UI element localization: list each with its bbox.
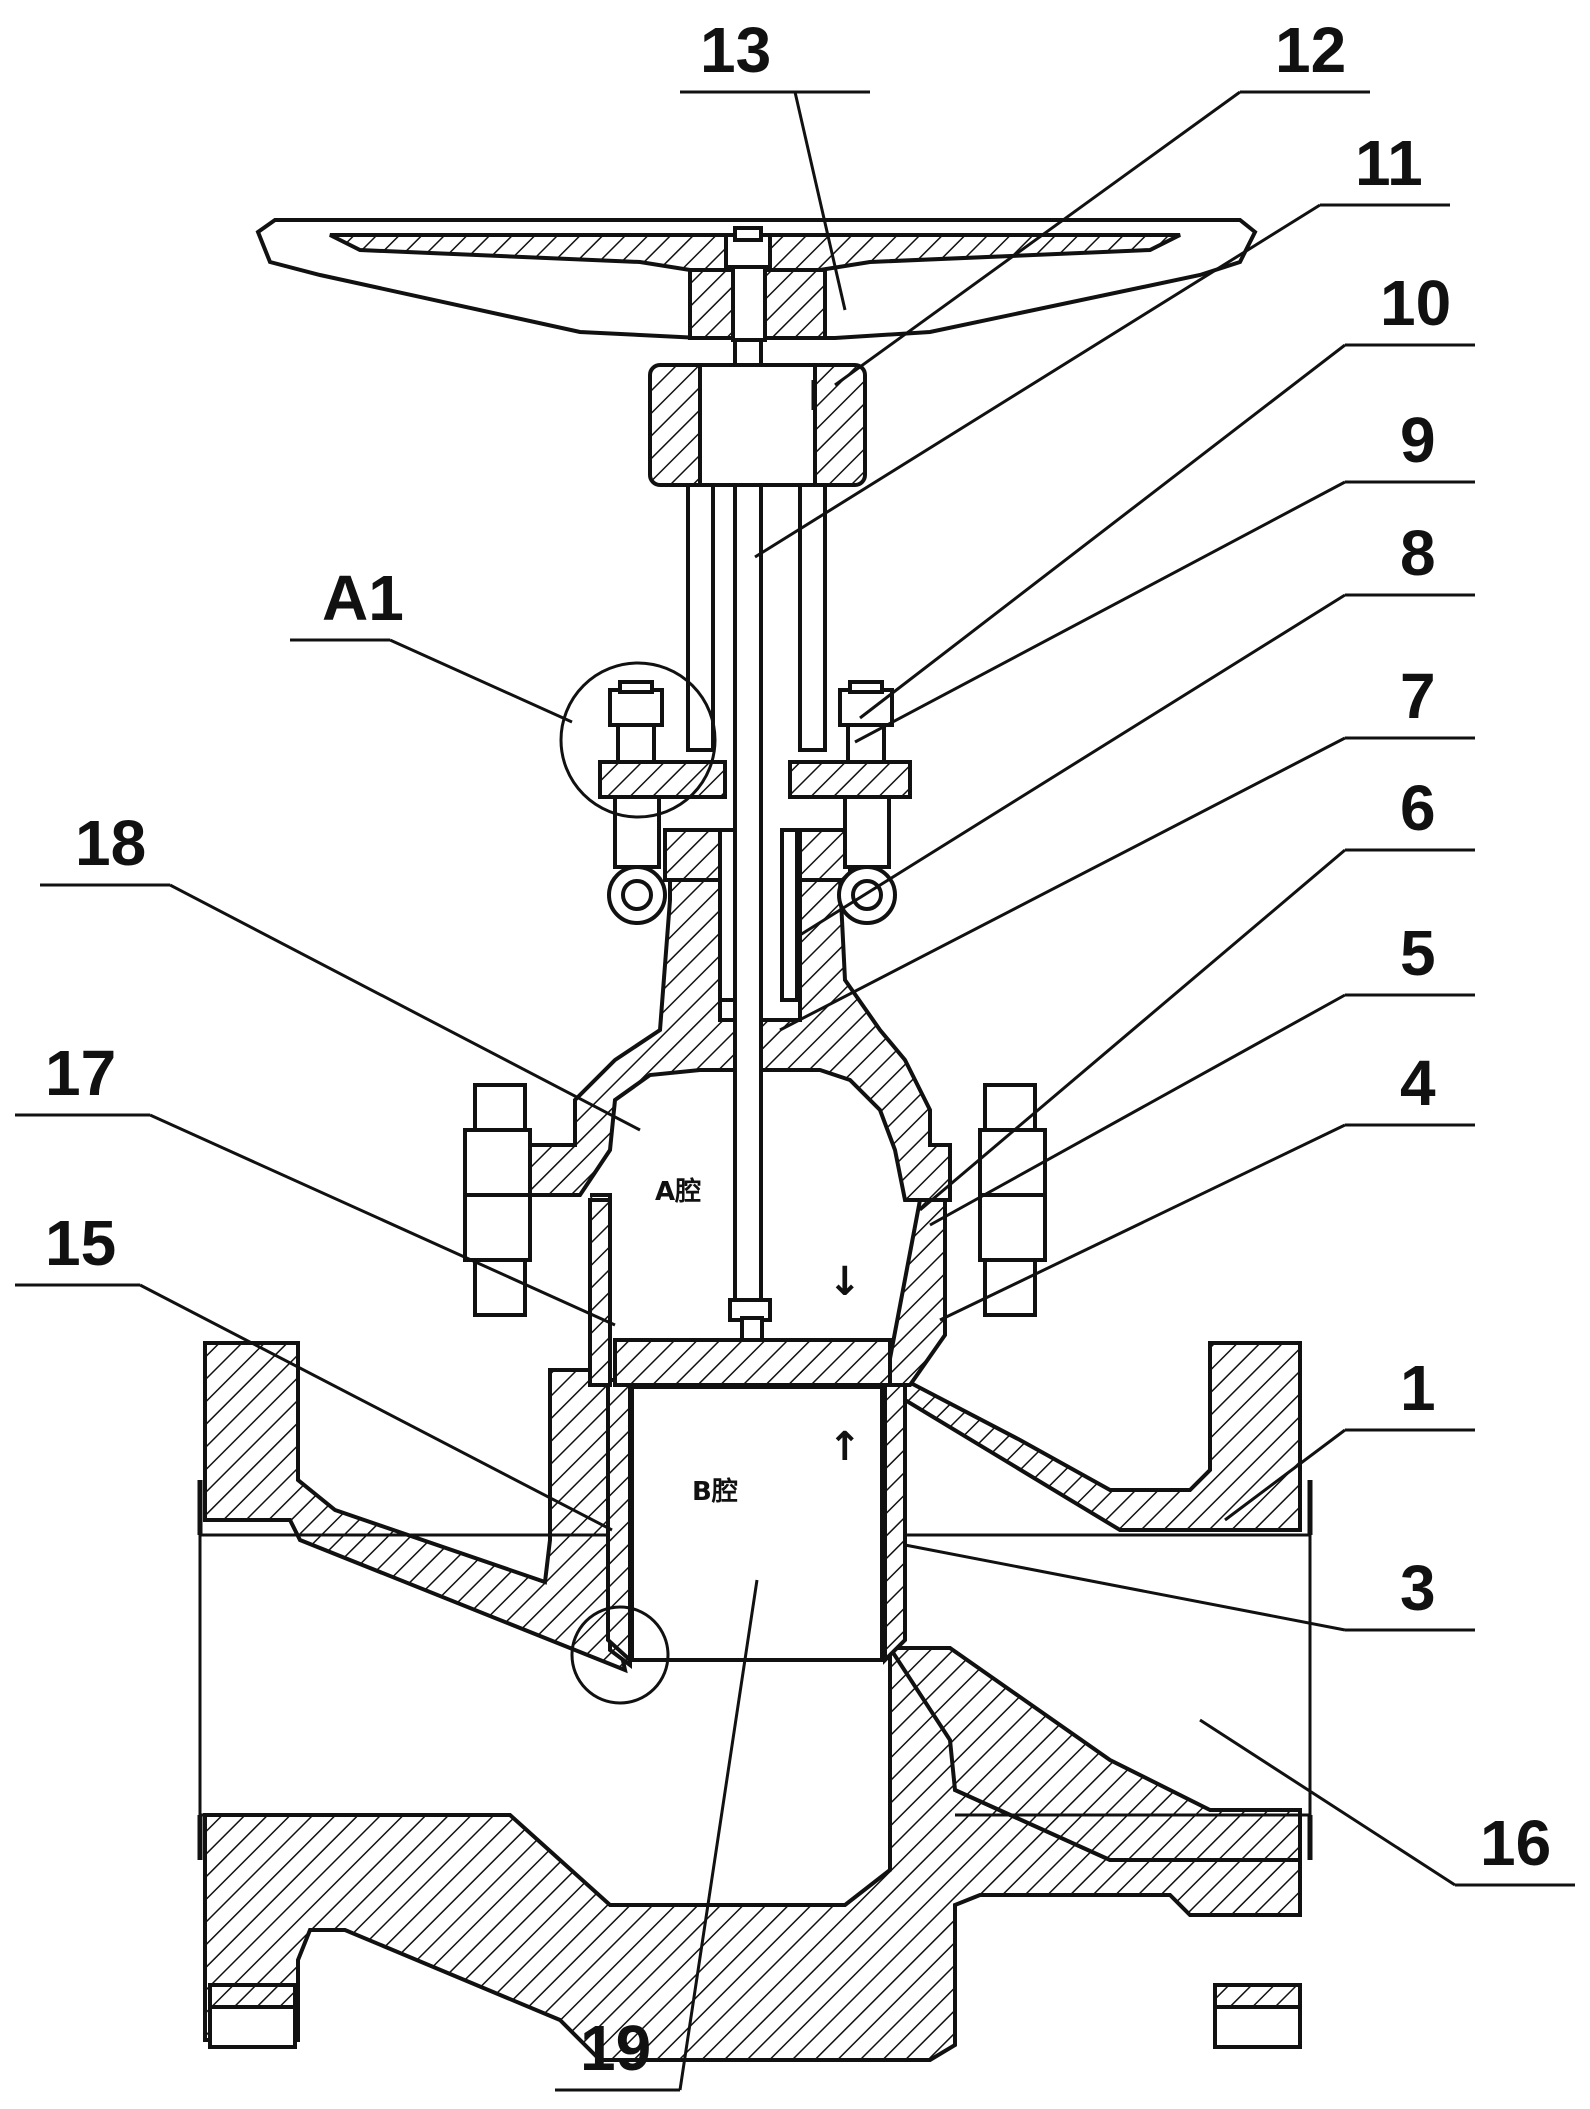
callout-9: 9 (1400, 404, 1436, 476)
seat-cage (590, 1195, 945, 1665)
callout-15: 15 (45, 1207, 116, 1279)
callout-18: 18 (75, 807, 146, 879)
arrow-down: ↓ (828, 1259, 862, 1305)
callout-5: 5 (1400, 917, 1436, 989)
callout-19: 19 (580, 2012, 651, 2084)
callout-16: 16 (1480, 1807, 1551, 1879)
callout-a1: A1 (322, 562, 404, 634)
callout-17: 17 (45, 1037, 116, 1109)
callout-8: 8 (1400, 517, 1436, 589)
handwheel (258, 220, 1255, 340)
callout-1: 1 (1400, 1352, 1436, 1424)
arrow-up: ↑ (828, 1424, 862, 1470)
callout-12: 12 (1275, 14, 1346, 86)
callout-10: 10 (1380, 267, 1451, 339)
cavity-a-label: A腔 (655, 1177, 701, 1207)
callout-11: 11 (1355, 127, 1423, 199)
callout-4: 4 (1400, 1047, 1436, 1119)
cavity-b-label: B腔 (692, 1477, 738, 1507)
callout-6: 6 (1400, 772, 1436, 844)
callout-7: 7 (1400, 660, 1436, 732)
callout-13: 13 (700, 14, 771, 86)
callout-3: 3 (1400, 1552, 1436, 1624)
yoke-nut (650, 365, 865, 485)
